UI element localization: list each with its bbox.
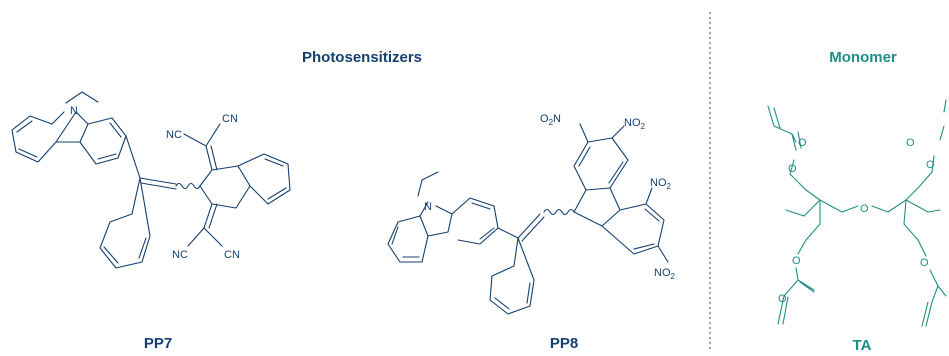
pp8-no2-top-label: NO2 (624, 117, 646, 131)
ta-oxygen-central-ether: O (860, 203, 869, 215)
ta-oxygen-top-right-carbonyl: O (906, 137, 915, 149)
ta-oxygen-bottom-right-ester: O (920, 257, 929, 269)
ta-oxygen-top-left-ester: O (788, 163, 797, 175)
pp7-cn-top-label: CN (222, 113, 238, 125)
pp8-compound-label: PP8 (550, 335, 578, 352)
ta-oxygen-top-right-ester: O (926, 159, 935, 171)
pp7-nc-top-label: NC (166, 129, 182, 141)
pp7-nc-bottom-label: NC (172, 249, 188, 261)
pp8-o2n-label: O2N (540, 113, 561, 127)
pp8-no2-middle-label: NO2 (650, 177, 672, 191)
pp8-nitrogen-label: N (424, 201, 432, 213)
pp8-structure (387, 123, 669, 315)
ta-oxygen-bottom-left-carbonyl: O (778, 293, 787, 305)
pp7-nitrogen-label: N (70, 105, 78, 117)
ta-oxygen-top-left-carbonyl: O (798, 137, 807, 149)
photosensitizers-heading: Photosensitizers (302, 49, 422, 66)
monomer-heading: Monomer (829, 49, 897, 66)
ta-oxygen-bottom-left-ester: O (792, 255, 801, 267)
pp8-no2-bottom-label: NO2 (654, 267, 676, 281)
ta-structure (767, 99, 947, 327)
pp7-compound-label: PP7 (144, 335, 172, 352)
pp7-structure (11, 91, 291, 269)
pp7-cn-bottom-label: CN (224, 249, 240, 261)
ta-compound-label: TA (853, 337, 872, 354)
